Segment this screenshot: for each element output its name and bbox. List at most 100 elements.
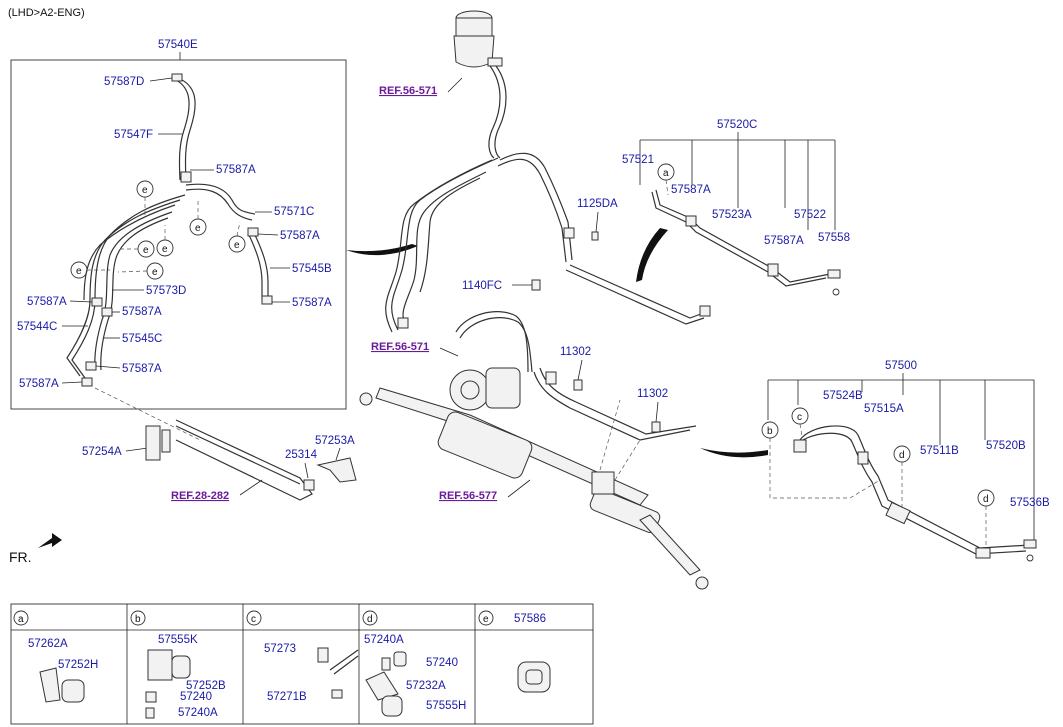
group-title-57500[interactable]: 57500 bbox=[885, 360, 917, 372]
label-1140fc[interactable]: 1140FC bbox=[462, 280, 502, 292]
label-57571c[interactable]: 57571C bbox=[274, 206, 314, 218]
clip-1125da[interactable] bbox=[591, 231, 599, 241]
label-57587d[interactable]: 57587D bbox=[104, 76, 144, 88]
label-57587a-6[interactable]: 57587A bbox=[122, 363, 162, 375]
clamp-part[interactable] bbox=[81, 377, 93, 387]
label-57587a-rt2[interactable]: 57587A bbox=[764, 235, 804, 247]
label-25314[interactable]: 25314 bbox=[285, 449, 318, 461]
bush-part[interactable] bbox=[381, 695, 403, 717]
label-57254a[interactable]: 57254A bbox=[82, 446, 122, 458]
legend-a-label-1[interactable]: 57262A bbox=[28, 638, 68, 650]
plate-57253a[interactable] bbox=[316, 457, 357, 483]
fitting-57558[interactable] bbox=[827, 269, 841, 279]
hose-fitting[interactable] bbox=[545, 371, 557, 385]
clip-part[interactable] bbox=[331, 689, 343, 699]
label-57253a[interactable]: 57253A bbox=[315, 435, 355, 447]
label-57545c[interactable]: 57545C bbox=[122, 333, 162, 345]
clamp-part[interactable] bbox=[91, 297, 103, 307]
label-57545b[interactable]: 57545B bbox=[292, 263, 332, 275]
legend-d-label-3[interactable]: 57232A bbox=[406, 680, 446, 692]
hose-crimp[interactable] bbox=[975, 547, 991, 559]
hose-clamp[interactable] bbox=[857, 451, 869, 465]
label-11302-2[interactable]: 11302 bbox=[637, 388, 668, 400]
legend-a-label-2[interactable]: 57252H bbox=[58, 659, 98, 671]
label-57587a-2[interactable]: 57587A bbox=[280, 230, 320, 242]
legend-b-label-2[interactable]: 57252B bbox=[186, 680, 226, 692]
label-11302-1[interactable]: 11302 bbox=[560, 346, 591, 358]
group-title-57520c[interactable]: 57520C bbox=[717, 119, 757, 131]
o-ring[interactable] bbox=[1026, 554, 1034, 562]
fitting-57536b[interactable] bbox=[1023, 539, 1037, 549]
clamp-part[interactable] bbox=[101, 307, 113, 317]
ref-28-282[interactable]: REF.28-282 bbox=[171, 490, 229, 502]
svg-text:e: e bbox=[195, 223, 201, 234]
legend-d-label-4[interactable]: 57555H bbox=[426, 700, 466, 712]
steering-gear[interactable] bbox=[359, 387, 709, 590]
legend-c-label-1[interactable]: 57273 bbox=[264, 643, 296, 655]
label-57587a-1[interactable]: 57587A bbox=[216, 164, 256, 176]
label-57547f[interactable]: 57547F bbox=[114, 129, 153, 141]
bracket-part[interactable] bbox=[39, 667, 61, 703]
legend-b-label-1[interactable]: 57555K bbox=[158, 634, 198, 646]
ref-56-571-reservoir[interactable]: REF.56-571 bbox=[379, 85, 437, 97]
label-57573d[interactable]: 57573D bbox=[146, 285, 186, 297]
label-57587a-5[interactable]: 57587A bbox=[122, 306, 162, 318]
hose-clamp[interactable] bbox=[767, 263, 779, 277]
clamp-part[interactable] bbox=[85, 361, 97, 371]
collar-part[interactable] bbox=[381, 657, 391, 671]
label-57521[interactable]: 57521 bbox=[622, 154, 654, 166]
bush-25314[interactable] bbox=[303, 479, 315, 491]
label-57587a-3[interactable]: 57587A bbox=[292, 297, 332, 309]
bush-part[interactable] bbox=[61, 679, 85, 703]
o-ring[interactable] bbox=[832, 288, 840, 296]
clamp-part[interactable] bbox=[685, 215, 697, 227]
legend-c-label-2[interactable]: 57271B bbox=[267, 691, 307, 703]
svg-text:e: e bbox=[76, 266, 82, 277]
label-57587a-rt1[interactable]: 57587A bbox=[671, 184, 711, 196]
nut-11302[interactable] bbox=[573, 379, 583, 391]
ref-56-577[interactable]: REF.56-577 bbox=[439, 490, 497, 502]
group-title-57540e[interactable]: 57540E bbox=[158, 39, 198, 51]
label-57544c[interactable]: 57544C bbox=[17, 321, 57, 333]
clamp-part[interactable] bbox=[171, 73, 183, 82]
clamp-part[interactable] bbox=[180, 171, 192, 183]
bracket-part[interactable] bbox=[365, 671, 399, 701]
grommet-part[interactable] bbox=[393, 651, 407, 667]
reservoir[interactable] bbox=[453, 10, 503, 68]
bolt-1140fc[interactable] bbox=[531, 279, 541, 291]
label-57522[interactable]: 57522 bbox=[794, 209, 826, 221]
legend-d-label-2[interactable]: 57240 bbox=[426, 657, 458, 669]
hose-end-fitting[interactable] bbox=[397, 317, 409, 329]
label-57587a-7[interactable]: 57587A bbox=[19, 378, 59, 390]
hose-fitting[interactable] bbox=[793, 439, 807, 453]
label-1125da[interactable]: 1125DA bbox=[577, 198, 618, 210]
hose-fitting[interactable] bbox=[563, 227, 575, 239]
clip-part[interactable] bbox=[317, 647, 329, 663]
label-57520b[interactable]: 57520B bbox=[986, 440, 1026, 452]
power-steering-pump[interactable] bbox=[449, 367, 521, 411]
nut-11302[interactable] bbox=[651, 421, 661, 433]
label-57536b[interactable]: 57536B bbox=[1010, 497, 1050, 509]
legend-d-label-1[interactable]: 57240A bbox=[364, 634, 404, 646]
label-57524b[interactable]: 57524B bbox=[823, 390, 863, 402]
grommet-part[interactable] bbox=[145, 691, 157, 703]
label-57515a[interactable]: 57515A bbox=[864, 403, 904, 415]
clamp-part[interactable] bbox=[247, 227, 259, 237]
label-57587a-4[interactable]: 57587A bbox=[27, 296, 67, 308]
legend-b-label-3[interactable]: 57240 bbox=[180, 691, 212, 703]
collar-part[interactable] bbox=[145, 707, 155, 719]
bracket-part[interactable] bbox=[161, 429, 171, 453]
label-57523a[interactable]: 57523A bbox=[712, 209, 752, 221]
ref-56-571-pump[interactable]: REF.56-571 bbox=[371, 341, 429, 353]
legend-e-title[interactable]: 57586 bbox=[514, 613, 546, 625]
bush-part[interactable] bbox=[171, 655, 191, 679]
bracket-part[interactable] bbox=[147, 649, 173, 681]
legend-b-label-4[interactable]: 57240A bbox=[178, 707, 218, 719]
clamp-part[interactable] bbox=[261, 295, 273, 305]
label-57511b[interactable]: 57511B bbox=[920, 445, 959, 457]
hose-crimp[interactable] bbox=[885, 501, 911, 525]
label-57558[interactable]: 57558 bbox=[818, 232, 850, 244]
bracket-57254a[interactable] bbox=[145, 425, 161, 461]
hose-fitting[interactable] bbox=[699, 305, 711, 317]
